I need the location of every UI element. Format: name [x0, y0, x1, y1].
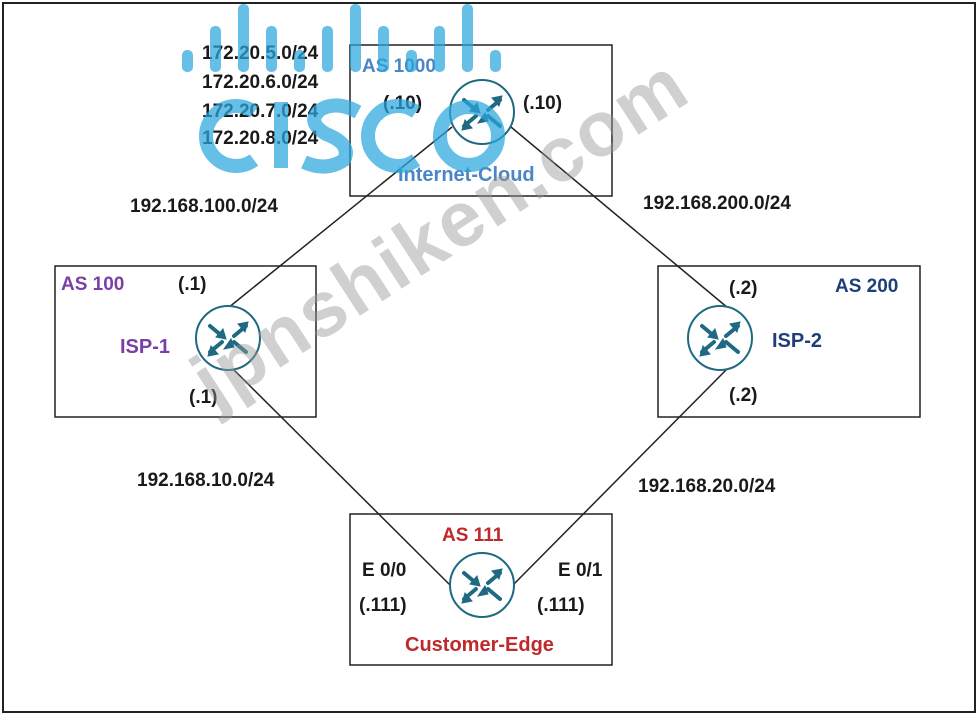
customer-edge-name: Customer-Edge [405, 634, 554, 656]
as111-label: AS 111 [442, 525, 504, 546]
isp1-name: ISP-1 [120, 336, 171, 358]
as200-label: AS 200 [835, 276, 899, 297]
isp2-bottom-ip: (.2) [729, 385, 758, 406]
as1000-label: AS 1000 [362, 56, 436, 77]
as100-label: AS 100 [61, 274, 125, 295]
loopback-network-4: 172.20.8.0/24 [202, 128, 319, 149]
internet-cloud-left-ip: (.10) [383, 93, 423, 114]
network-isp1-customer: 192.168.10.0/24 [137, 470, 275, 491]
network-isp2-customer: 192.168.20.0/24 [638, 476, 776, 497]
network-isp1-internet: 192.168.100.0/24 [130, 196, 278, 217]
network-isp2-internet: 192.168.200.0/24 [643, 193, 791, 214]
internet-cloud-right-ip: (.10) [523, 93, 563, 114]
isp2-name: ISP-2 [772, 330, 823, 352]
customer-edge-right-interface: E 0/1 [558, 560, 603, 581]
loopback-network-3: 172.20.7.0/24 [202, 101, 319, 122]
loopback-network-2: 172.20.6.0/24 [202, 72, 319, 93]
isp1-bottom-ip: (.1) [189, 387, 218, 408]
isp1-top-ip: (.1) [178, 274, 207, 295]
customer-edge-left-interface: E 0/0 [362, 560, 407, 581]
router-icon-customer-edge [449, 552, 515, 618]
as200-box [657, 265, 921, 418]
internet-cloud-name: Internet-Cloud [398, 164, 535, 186]
link-isp2-internet [510, 126, 729, 309]
router-icon-isp1 [195, 305, 261, 371]
customer-edge-right-ip: (.111) [537, 595, 585, 616]
loopback-network-1: 172.20.5.0/24 [202, 43, 319, 64]
router-icon-isp2 [687, 305, 753, 371]
link-isp2-customer [510, 367, 729, 588]
customer-edge-left-ip: (.111) [359, 595, 407, 616]
as100-box [54, 265, 317, 418]
router-icon-internet-cloud [449, 79, 515, 145]
link-isp1-customer [231, 367, 453, 588]
as111-box [349, 513, 613, 666]
isp2-top-ip: (.2) [729, 278, 758, 299]
